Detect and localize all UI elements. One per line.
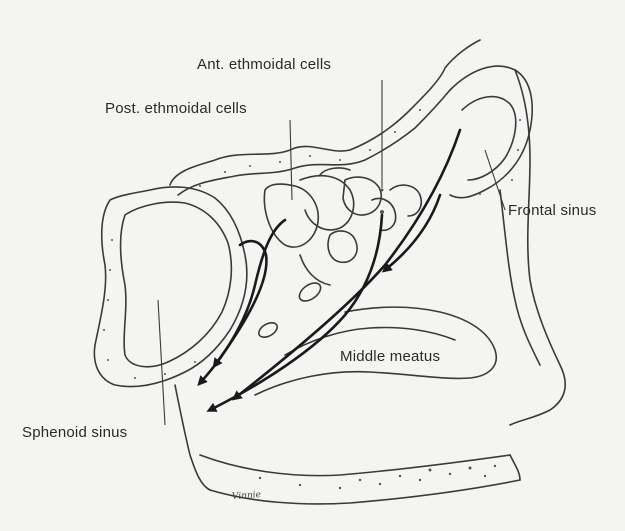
label-ant-ethmoidal-cells: Ant. ethmoidal cells	[197, 56, 331, 73]
ethmoid-cell-3	[320, 168, 350, 175]
ethmoid-cell-8	[300, 255, 330, 285]
frontal-sinus-inner	[462, 97, 516, 180]
nasal-profile	[510, 70, 565, 425]
artist-signature: Vinnie	[232, 490, 262, 502]
label-frontal-sinus: Frontal sinus	[508, 202, 596, 219]
ostium-2	[296, 279, 324, 304]
label-post-ethmoidal-cells: Post. ethmoidal cells	[105, 100, 247, 117]
posterior-wall	[175, 385, 210, 490]
label-sphenoid-sinus: Sphenoid sinus	[22, 424, 127, 441]
sphenoid-sinus-outline	[94, 187, 246, 387]
label-middle-meatus: Middle meatus	[340, 348, 440, 365]
ostium-1	[256, 320, 279, 340]
leader-post-ethmoidal	[290, 120, 292, 200]
sphenoid-sinus-inner	[120, 202, 231, 367]
ethmoid-cell-7	[328, 231, 357, 262]
leader-frontal	[485, 150, 505, 210]
ethmoid-cell-5	[372, 199, 396, 231]
leader-sphenoid	[158, 300, 165, 425]
palate-upper	[200, 455, 510, 476]
arrow-sphenoid	[215, 241, 266, 365]
ethmoid-cell-4	[343, 177, 381, 215]
ethmoid-cell-2	[300, 176, 354, 230]
palate-front	[510, 455, 520, 480]
